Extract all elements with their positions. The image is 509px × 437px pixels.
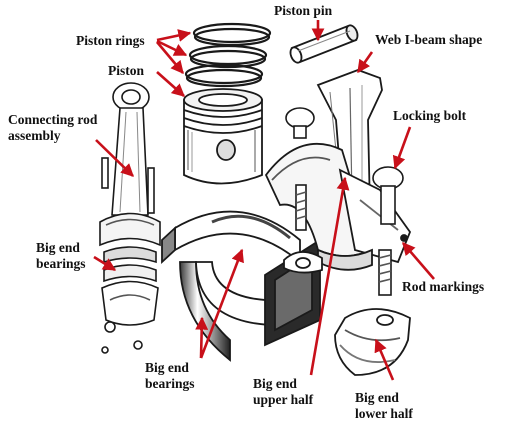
- pointer-arrows: [93, 20, 435, 381]
- label-big-end-lower-line1: Big end: [355, 390, 399, 405]
- label-big-end-bearings-left: Big end bearings: [36, 240, 86, 272]
- label-piston-rings-text: Piston rings: [76, 33, 145, 48]
- piston-rings: [184, 22, 272, 88]
- piston-pin: [289, 24, 359, 64]
- arrow-big-end-bearings-center-1: [199, 248, 244, 359]
- label-locking-bolt: Locking bolt: [393, 108, 466, 124]
- locking-bolts: [285, 107, 404, 296]
- label-big-end-bearings-center-line1: Big end: [145, 360, 189, 375]
- label-piston: Piston: [108, 63, 144, 79]
- label-web-ibeam: Web I-beam shape: [375, 32, 482, 48]
- piston: [183, 88, 263, 185]
- arrow-big-end-bearings-center-2: [195, 316, 209, 359]
- big-end-lower-half: [283, 251, 411, 376]
- arrow-piston-rings-1: [156, 29, 192, 42]
- label-piston-rings: Piston rings: [76, 33, 145, 49]
- label-big-end-lower-half: Big end lower half: [355, 390, 413, 422]
- label-piston-pin: Piston pin: [274, 3, 332, 19]
- label-big-end-bearings-center-line2: bearings: [145, 376, 195, 391]
- label-big-end-upper-line1: Big end: [253, 376, 297, 391]
- big-end-upper-half: [264, 69, 412, 271]
- arrow-big-end-upper: [309, 176, 350, 376]
- arrow-big-end-bearings-left: [93, 255, 117, 272]
- arrow-big-end-lower: [374, 338, 395, 381]
- label-big-end-upper-line2: upper half: [253, 392, 314, 407]
- label-web-ibeam-text: Web I-beam shape: [375, 32, 483, 47]
- label-connecting-rod-assembly: Connecting rod assembly: [8, 112, 97, 144]
- label-piston-pin-text: Piston pin: [274, 3, 333, 18]
- label-big-end-bearings-left-line1: Big end: [36, 240, 80, 255]
- arrow-rod-markings: [402, 242, 435, 280]
- label-connecting-rod-line2: assembly: [8, 128, 61, 143]
- label-rod-markings: Rod markings: [402, 279, 484, 295]
- label-big-end-bearings-center: Big end bearings: [145, 360, 195, 392]
- label-big-end-upper-half: Big end upper half: [253, 376, 313, 408]
- arrow-piston: [156, 71, 185, 97]
- arrow-web-ibeam: [356, 51, 374, 74]
- big-end-bearing-shells: [161, 210, 321, 362]
- label-big-end-lower-line2: lower half: [355, 406, 413, 421]
- label-locking-bolt-text: Locking bolt: [393, 108, 467, 123]
- arrow-locking-bolt: [392, 126, 412, 170]
- label-big-end-bearings-left-line2: bearings: [36, 256, 86, 271]
- arrow-piston-rings-3: [156, 41, 184, 74]
- label-piston-text: Piston: [108, 63, 145, 78]
- arrow-connecting-rod: [95, 139, 134, 177]
- connecting-rod-assembly: [99, 82, 161, 354]
- label-rod-markings-text: Rod markings: [402, 279, 485, 294]
- label-connecting-rod-line1: Connecting rod: [8, 112, 98, 127]
- arrow-piston-rings-2: [156, 39, 188, 57]
